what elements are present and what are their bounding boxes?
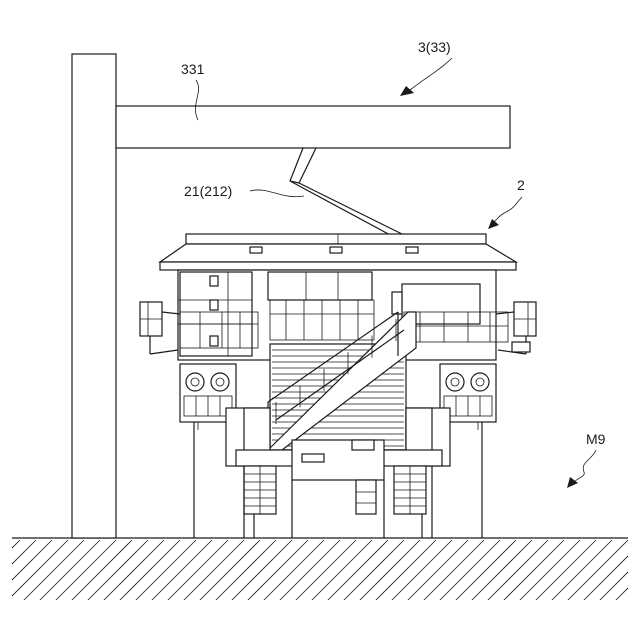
- label-21-212: 21(212): [184, 183, 304, 199]
- gantry-post: [72, 54, 116, 538]
- gantry-crossbar: [116, 106, 510, 148]
- ground: [0, 538, 640, 600]
- label-3-33-text: 3(33): [418, 39, 451, 55]
- pantograph-arm: [290, 148, 406, 236]
- label-m9-text: M9: [586, 431, 606, 447]
- truck-canopy: [160, 234, 516, 270]
- label-m9: M9: [567, 431, 606, 488]
- dump-truck: [140, 234, 536, 538]
- ground-hatching: [0, 540, 640, 600]
- label-2-text: 2: [517, 177, 525, 193]
- label-331-text: 331: [181, 61, 205, 77]
- label-3-33: 3(33): [400, 39, 452, 96]
- label-21-212-text: 21(212): [184, 183, 232, 199]
- label-2: 2: [488, 177, 525, 229]
